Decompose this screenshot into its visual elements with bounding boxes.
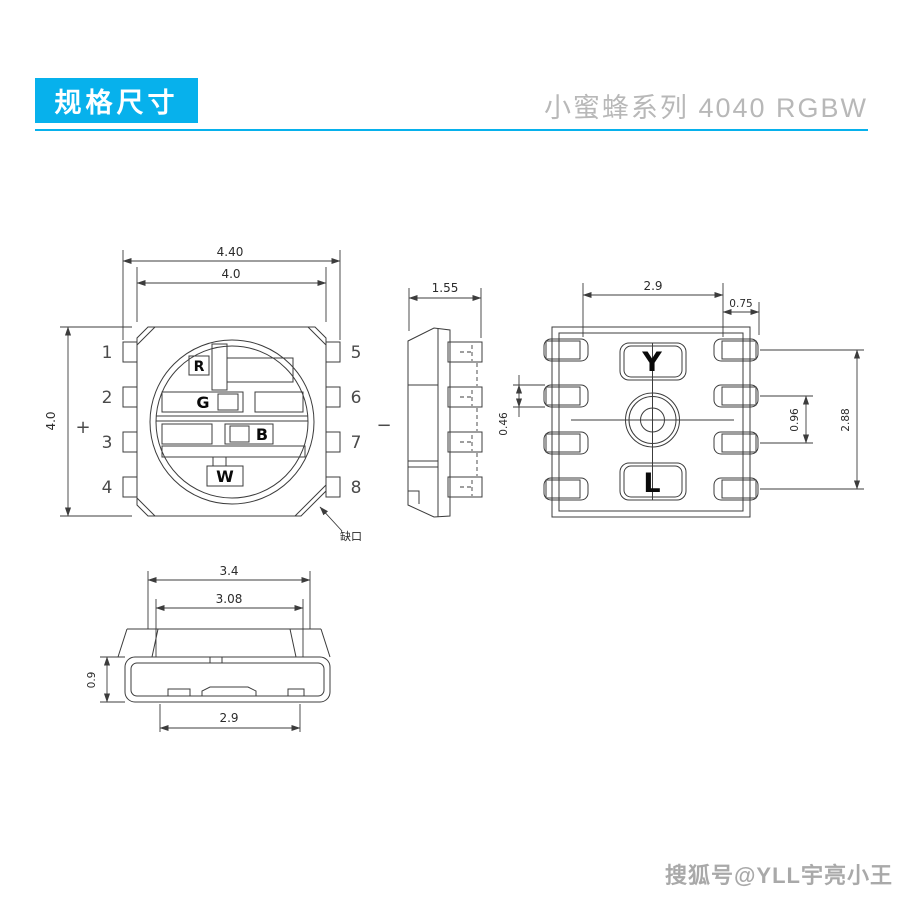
- bottom-dim-base-width: 2.9: [219, 711, 238, 725]
- front-dim-total-width: 4.40: [217, 245, 244, 259]
- pin-label-2: 2: [102, 388, 113, 408]
- polarity-minus: −: [376, 415, 391, 436]
- notch-label: 缺口: [340, 529, 362, 543]
- chip-label-red: R: [194, 359, 205, 375]
- series-title: 小蜜蜂系列 4040 RGBW: [543, 93, 868, 123]
- watermark-text: 搜狐号@YLL宇亮小王: [664, 863, 893, 888]
- side-dim-thickness: 1.55: [432, 281, 459, 295]
- pin-label-1: 1: [102, 343, 113, 363]
- chip-label-white: W: [216, 467, 234, 486]
- back-mark-bottom: L: [643, 468, 660, 499]
- front-view-drawing: 4.40 4.0 4.0 1: [44, 245, 392, 543]
- pin-label-7: 7: [351, 433, 362, 453]
- back-view-pads: [543, 338, 759, 501]
- back-dim-pad-pitch: 0.96: [789, 408, 801, 432]
- chip-label-green: G: [196, 393, 209, 412]
- chip-label-blue: B: [256, 425, 268, 444]
- back-dim-pad-height: 0.46: [498, 412, 510, 436]
- back-dim-pad-row-span: 2.88: [840, 408, 852, 431]
- section-badge: 规格尺寸: [35, 78, 198, 123]
- front-dim-body-width: 4.0: [221, 267, 240, 281]
- pin-label-3: 3: [102, 433, 113, 453]
- front-dim-body-height: 4.0: [44, 411, 58, 430]
- bottom-view-drawing: 3.4 3.08 0.9 2.9: [86, 564, 331, 732]
- back-mark-top: Y: [641, 347, 662, 378]
- side-view-pins: [447, 341, 483, 498]
- bottom-dim-outer-width: 3.4: [219, 564, 238, 578]
- front-view-chip-layout: [156, 343, 308, 487]
- front-view-pins: [122, 341, 341, 498]
- polarity-plus: +: [75, 417, 90, 438]
- back-dim-pad-width: 0.75: [729, 298, 752, 310]
- header-divider: [35, 129, 868, 131]
- side-view-drawing: 1.55: [407, 281, 483, 518]
- section-badge-label: 规格尺寸: [54, 88, 179, 118]
- back-view-drawing: 2.9 0.75 Y: [498, 279, 864, 518]
- pin-label-6: 6: [351, 388, 362, 408]
- pin-label-5: 5: [351, 343, 362, 363]
- bottom-dim-height: 0.9: [86, 672, 98, 689]
- pin-label-8: 8: [351, 478, 362, 498]
- bottom-dim-inner-width: 3.08: [216, 592, 243, 606]
- pin-label-4: 4: [102, 478, 113, 498]
- back-dim-pad-span: 2.9: [643, 279, 662, 293]
